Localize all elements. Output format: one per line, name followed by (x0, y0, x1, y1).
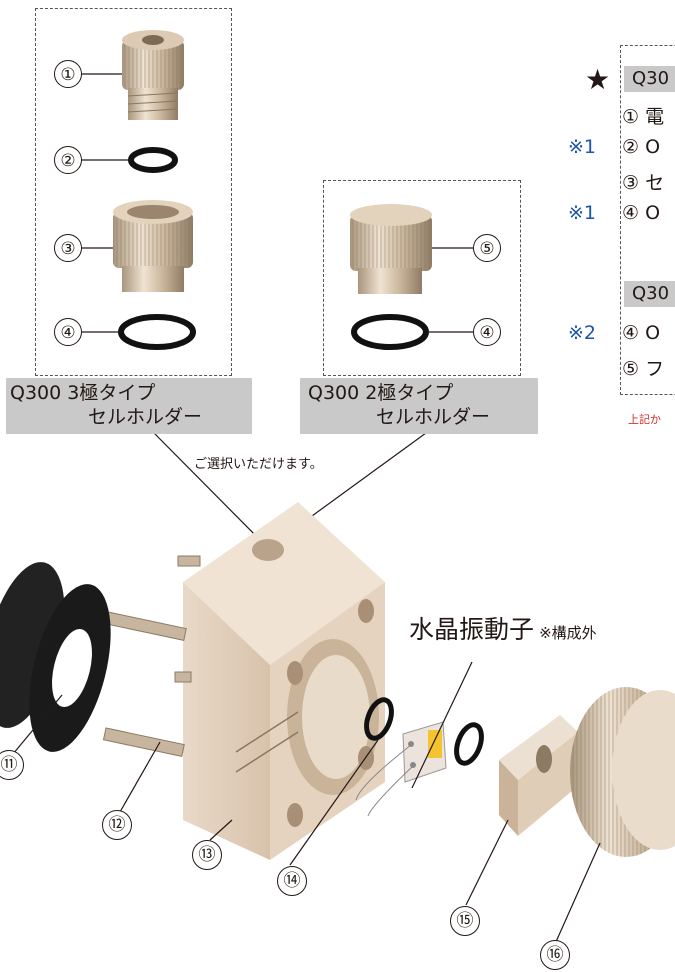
legend-tag-b: Q30 (624, 281, 675, 307)
part-15-holder-plate (499, 715, 578, 836)
callout-4-right: ④ (473, 318, 501, 346)
kit2-title-line1: Q300 2極タイプ (308, 382, 454, 404)
legend-row-1-num: ① (622, 106, 640, 128)
legend-frame (620, 45, 675, 395)
kit2-title-plate: Q300 2極タイプ セルホルダー (300, 378, 538, 434)
callout-15: ⑮ (450, 906, 480, 936)
part-14-o-ring (364, 697, 394, 741)
part-14-o-ring-2 (454, 722, 484, 766)
legend-row-1: ① 電 (622, 102, 664, 129)
legend-footnote: 上記か (628, 413, 661, 426)
legend-row-6: ⑤ フ (622, 354, 664, 381)
crystal-note: ※構成外 (539, 624, 597, 642)
star-mark: ★ (585, 63, 611, 96)
quartz-crystal (355, 721, 447, 817)
kit2-title-line2: セルホルダー (376, 406, 491, 428)
legend-row-4-mark: ※1 (568, 202, 597, 224)
legend-row-3-text: セ (645, 172, 665, 194)
legend-row-5: ④ O (622, 322, 660, 344)
kit3-title-plate: Q300 3極タイプ セルホルダー (6, 378, 252, 434)
kit2-frame (323, 180, 521, 376)
legend-row-4-text: O (645, 202, 661, 224)
callout-2: ② (54, 146, 82, 174)
kit3-title-line1: Q300 3極タイプ (10, 382, 156, 404)
legend-row-4: ④ O (622, 202, 660, 224)
legend-row-6-text: フ (645, 358, 665, 380)
kit3-title-line2: セルホルダー (88, 406, 203, 428)
crystal-label: 水晶振動子 ※構成外 (409, 610, 597, 646)
legend-row-3-num: ③ (622, 172, 640, 194)
callout-5: ⑤ (473, 234, 501, 262)
part-13-cell-block (183, 502, 385, 860)
legend-row-3: ③ セ (622, 168, 664, 195)
part-16-knurled-cap (570, 687, 675, 857)
legend-tag-a: Q30 (624, 66, 675, 92)
selection-note: ご選択いただけます。 (194, 457, 323, 472)
legend-row-5-text: O (645, 322, 661, 344)
callout-12: ⑫ (102, 810, 132, 840)
callout-1: ① (54, 60, 82, 88)
legend-row-2-num: ② (622, 136, 640, 158)
legend-row-5-mark: ※2 (568, 322, 597, 344)
legend-row-4-num: ④ (622, 202, 640, 224)
legend-row-6-num: ⑤ (622, 358, 640, 380)
legend-row-5-num: ④ (622, 322, 640, 344)
part-12-screws (102, 555, 201, 757)
callout-3: ③ (54, 234, 82, 262)
crystal-name: 水晶振動子 (409, 615, 535, 644)
callout-13: ⑬ (192, 840, 222, 870)
callout-14: ⑭ (277, 866, 307, 896)
legend-row-1-text: 電 (645, 106, 665, 128)
callout-4: ④ (54, 318, 82, 346)
legend-row-2: ② O (622, 136, 660, 158)
part-1-electrode-cap (122, 30, 184, 120)
part-5-plug-cap (350, 204, 432, 294)
callout-11: ⑪ (0, 750, 24, 780)
kit3-frame (35, 8, 232, 376)
legend-row-2-mark: ※1 (568, 136, 597, 158)
callout-16: ⑯ (540, 940, 570, 970)
legend-row-2-text: O (645, 136, 661, 158)
part-3-cell-nut (113, 200, 193, 292)
